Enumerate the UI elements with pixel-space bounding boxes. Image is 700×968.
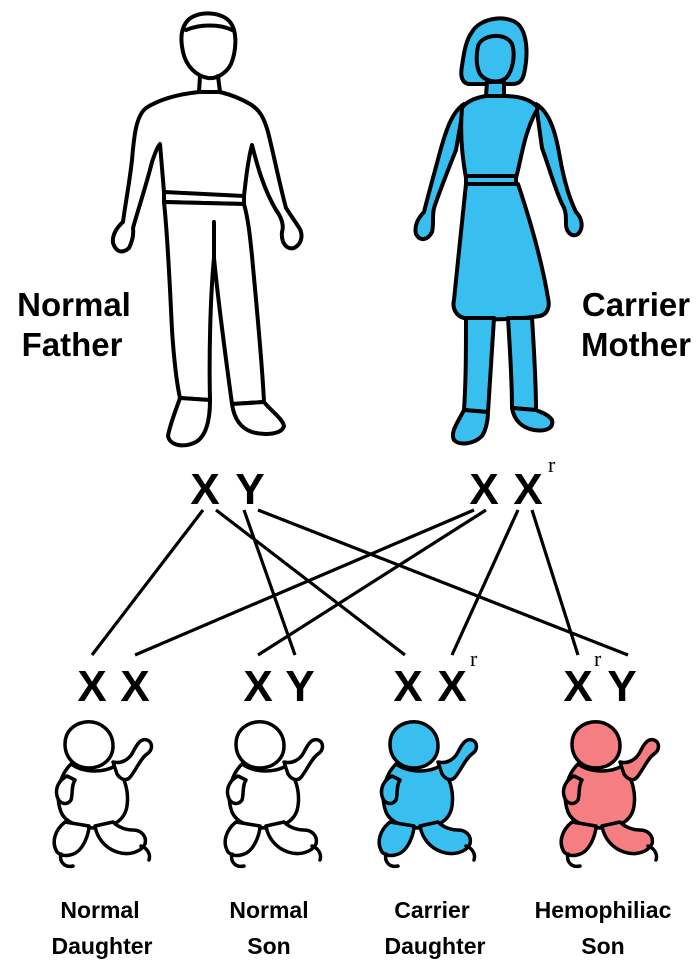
line-mother-x-to-son	[258, 510, 486, 655]
child-4-label-line1: Hemophiliac	[535, 897, 672, 923]
child-4-allele-1: X	[563, 662, 592, 711]
mother-figure	[415, 18, 581, 443]
hemophiliac-son-baby	[561, 722, 658, 867]
child-3-label-line1: Carrier	[394, 897, 469, 923]
child-3-allele-1: X	[393, 662, 422, 711]
inheritance-lines	[92, 510, 628, 655]
child-1-allele-2: X	[120, 662, 149, 711]
child-1-label-line2: Daughter	[52, 933, 153, 959]
child-2-allele-1: X	[243, 662, 272, 711]
child-4-allele-2: Y	[607, 662, 636, 711]
mother-allele-1: X	[469, 465, 498, 514]
child-4-allele-1-superscript: r	[594, 646, 602, 671]
normal-daughter-baby	[54, 722, 151, 867]
child-4-label-line2: Son	[581, 933, 624, 959]
child-3-allele-2: X	[437, 662, 466, 711]
normal-son-baby	[225, 722, 322, 867]
father-allele-2: Y	[235, 465, 264, 514]
child-normal-son-genotype: X Y	[243, 662, 314, 711]
child-carrier-daughter-genotype: X X r	[393, 646, 478, 711]
mother-label-line1: Carrier	[582, 286, 690, 323]
mother-allele-2-superscript: r	[548, 452, 556, 477]
mother-allele-2: X	[513, 465, 542, 514]
child-1-allele-1: X	[77, 662, 106, 711]
line-father-y-to-son	[244, 510, 295, 655]
father-label-line1: Normal	[17, 286, 131, 323]
child-3-allele-2-superscript: r	[470, 646, 478, 671]
father-allele-1: X	[190, 465, 219, 514]
carrier-daughter-baby	[379, 722, 476, 867]
child-2-allele-2: Y	[285, 662, 314, 711]
child-2-label-line2: Son	[247, 933, 290, 959]
child-3-label-line2: Daughter	[385, 933, 486, 959]
line-mother-xr-to-carrier-daughter	[452, 510, 518, 655]
child-2-label-line1: Normal	[229, 897, 308, 923]
father-label-line2: Father	[22, 326, 123, 363]
line-mother-xr-to-hemophiliac-son	[532, 510, 578, 655]
child-normal-daughter-genotype: X X	[77, 662, 149, 711]
child-1-label-line1: Normal	[60, 897, 139, 923]
mother-label-line2: Mother	[581, 326, 691, 363]
father-figure	[113, 13, 302, 445]
